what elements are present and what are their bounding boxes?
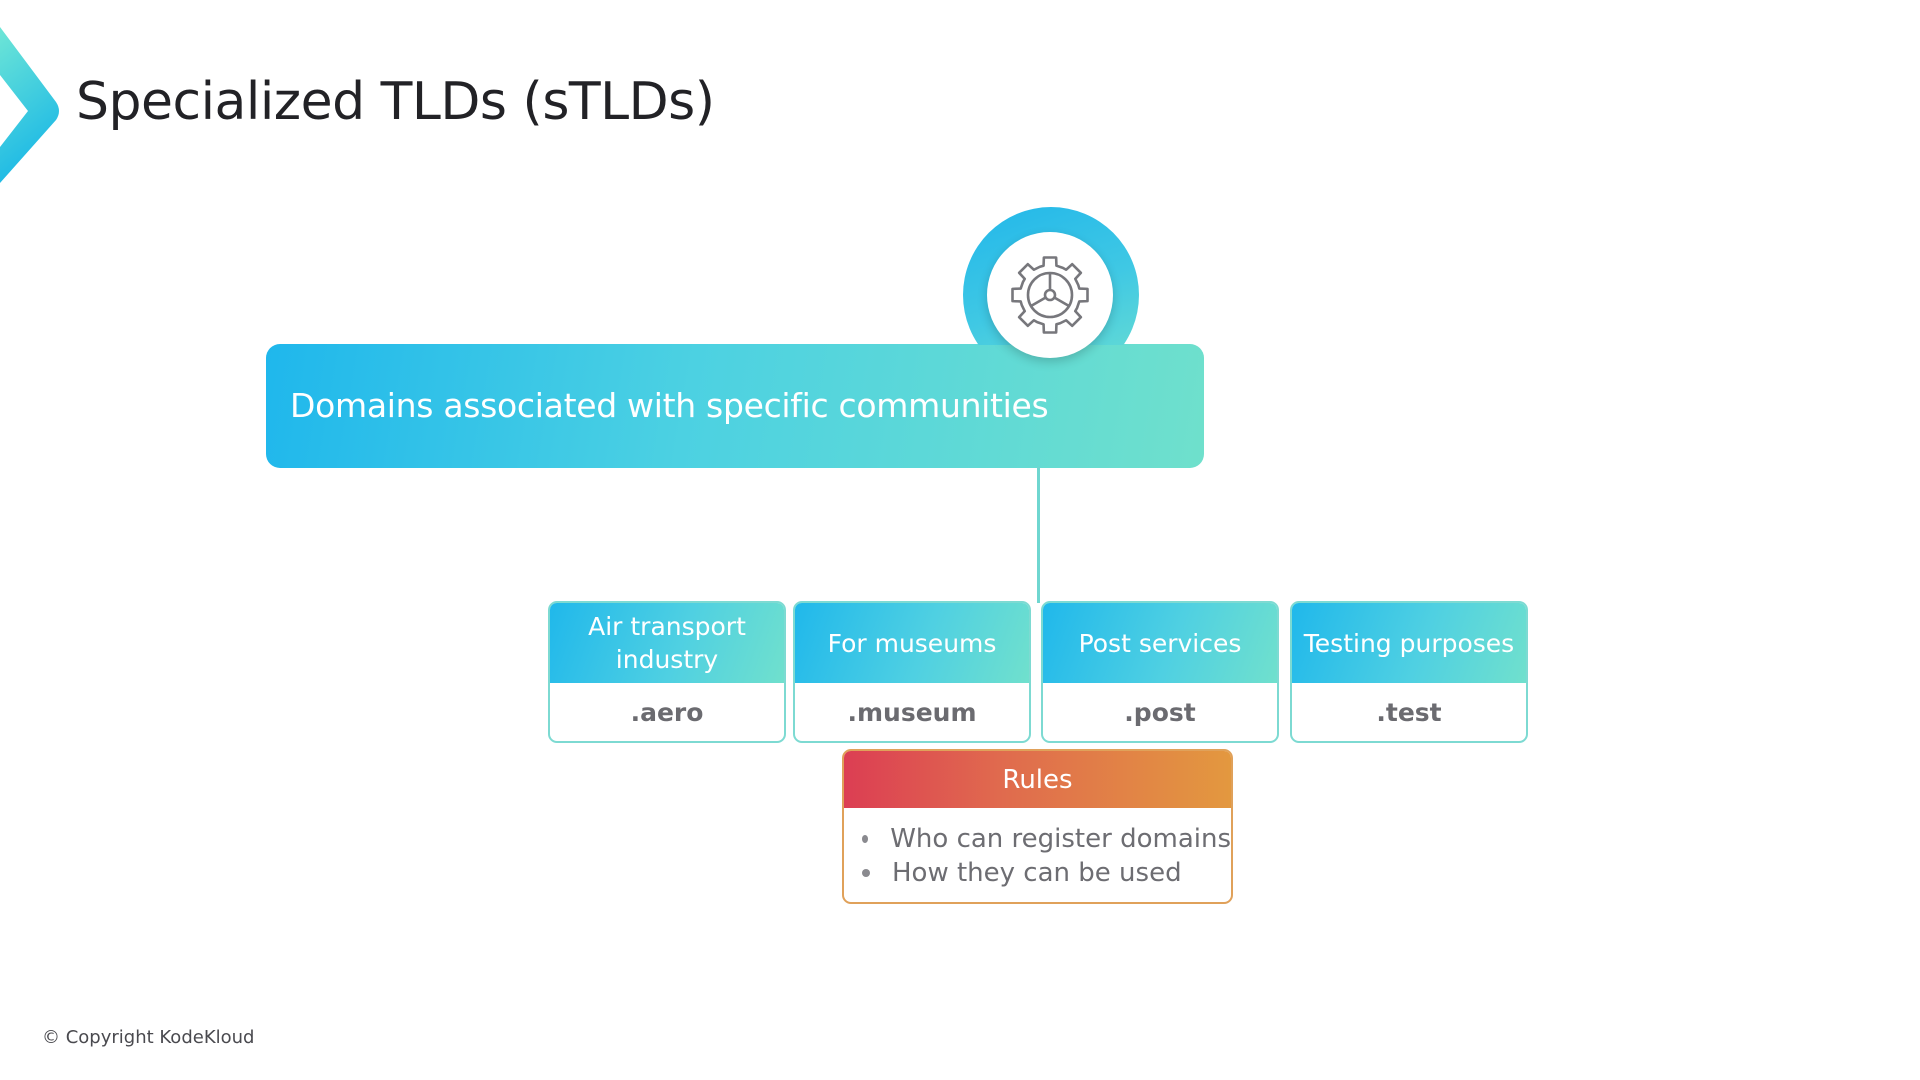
rules-item-text: How they can be used: [892, 858, 1182, 888]
chevron-right-icon: [0, 27, 59, 183]
rules-title: Rules: [844, 751, 1231, 808]
category-tld: .museum: [847, 697, 977, 727]
rules-list: Who can register domains How they can be…: [844, 808, 1231, 890]
category-tld: .post: [1124, 697, 1196, 727]
category-tld: .test: [1376, 697, 1442, 727]
category-label: For museums: [795, 603, 1029, 683]
bullet-icon: [862, 835, 869, 843]
copyright-footer: © Copyright KodeKloud: [42, 1027, 255, 1048]
category-label: Air transport industry: [550, 603, 784, 683]
slide-title: Specialized TLDs (sTLDs): [76, 72, 715, 132]
banner-text: Domains associated with specific communi…: [290, 386, 1049, 425]
definition-banner: Domains associated with specific communi…: [266, 344, 1204, 468]
category-card: For museums .museum: [793, 601, 1031, 743]
gear-icon: [1011, 256, 1089, 334]
category-tld: .aero: [630, 697, 704, 727]
rules-item: Who can register domains: [856, 822, 1231, 856]
category-card: Testing purposes .test: [1290, 601, 1528, 743]
rules-box: Rules Who can register domains How they …: [842, 749, 1233, 904]
category-card: Air transport industry .aero: [548, 601, 786, 743]
category-label: Post services: [1043, 603, 1277, 683]
category-card: Post services .post: [1041, 601, 1279, 743]
rules-item: How they can be used: [856, 856, 1231, 890]
gear-badge: [987, 232, 1113, 358]
connector-line: [1037, 467, 1040, 603]
rules-item-text: Who can register domains: [890, 824, 1231, 854]
bullet-icon: [862, 869, 870, 877]
category-label: Testing purposes: [1292, 603, 1526, 683]
